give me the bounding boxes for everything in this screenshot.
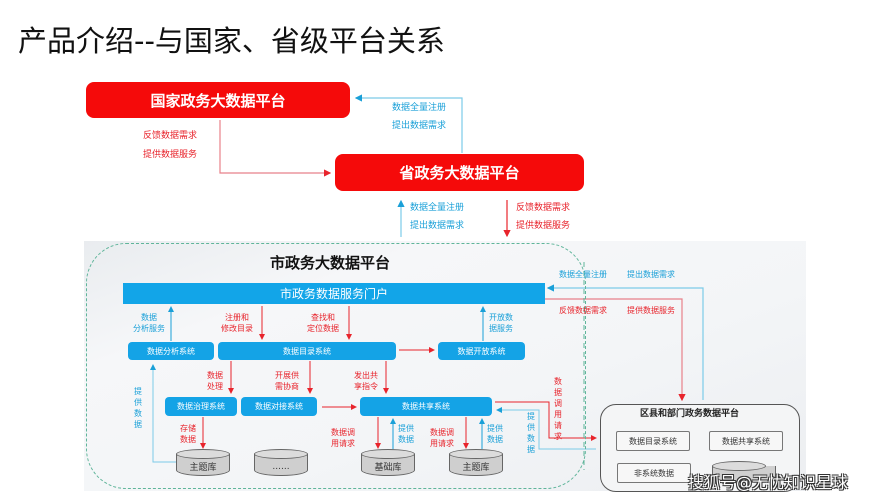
national-to-province-label-2: 提供数据服务: [143, 150, 198, 160]
portal-to-district-arrow: [545, 298, 686, 402]
analysis-service-label: 数据 分析服务: [133, 313, 165, 333]
district-non-system-data[interactable]: 非系统数据: [617, 463, 691, 483]
city-platform-title: 市政务大数据平台: [270, 254, 391, 272]
page-title: 产品介绍--与国家、省级平台关系: [18, 24, 445, 58]
provide-data-label-1: 提供 数据: [398, 424, 414, 444]
province-to-city-label-2: 提供数据服务: [516, 221, 571, 231]
provide-data-right-vertical-label: 提供数据: [527, 412, 535, 454]
national-to-province-label-1: 反馈数据需求: [143, 131, 198, 141]
data-catalog-system[interactable]: 数据目录系统: [218, 342, 396, 360]
district-database[interactable]: [712, 461, 776, 482]
data-analysis-system[interactable]: 数据分析系统: [128, 342, 214, 360]
city-to-province-label-1: 数据全量注册: [410, 203, 465, 213]
watermark: 搜狐号@无忧知识星球: [688, 473, 849, 492]
share-command-label: 发出共 享指令: [354, 371, 378, 391]
data-exchange-system[interactable]: 数据对接系统: [241, 397, 317, 416]
district-to-city-label-1: 数据全量注册: [559, 270, 607, 279]
topic-db-to-analysis-arrow: [150, 364, 176, 463]
province-to-national-label-1: 数据全量注册: [392, 103, 447, 113]
provide-data-vertical-label: 提供数据: [134, 387, 142, 429]
provide-data-label-2: 提供 数据: [487, 424, 503, 444]
call-request-label-1: 数据调 用请求: [331, 428, 355, 448]
national-platform-label: 国家政务大数据平台: [150, 91, 286, 110]
topic-database-1[interactable]: 主题库: [176, 449, 230, 476]
data-processing-label: 数据 处理: [207, 371, 223, 391]
open-service-label: 开放数 据服务: [489, 313, 513, 333]
data-governance-system[interactable]: 数据治理系统: [165, 397, 237, 416]
province-platform-box[interactable]: 省政务大数据平台: [335, 154, 584, 191]
data-sharing-system[interactable]: 数据共享系统: [360, 397, 492, 416]
city-platform-border: [86, 243, 586, 489]
district-catalog-system[interactable]: 数据目录系统: [616, 431, 690, 451]
city-to-district-label-1: 反馈数据需求: [559, 306, 607, 315]
call-request-label-2: 数据调 用请求: [430, 428, 454, 448]
store-data-label: 存储 数据: [180, 424, 196, 444]
city-to-province-label-2: 提出数据需求: [410, 221, 465, 231]
locate-data-label: 查找和 定位数据: [307, 313, 339, 333]
province-to-national-arrow: [354, 94, 463, 153]
district-to-city-label-2: 提出数据需求: [627, 270, 675, 279]
topic-database-2[interactable]: 主题库: [449, 449, 503, 476]
supply-negotiation-label: 开展供 需协商: [275, 371, 299, 391]
city-to-district-label-2: 提供数据服务: [627, 306, 675, 315]
sharing-to-district-arrow: [495, 401, 597, 441]
district-platform-title: 区县和部门政务数据平台: [640, 409, 740, 419]
district-to-portal-arrow: [546, 284, 704, 400]
call-request-vertical-label: 数据调用请求: [554, 377, 562, 441]
province-to-national-label-2: 提出数据需求: [392, 121, 447, 131]
other-database[interactable]: ......: [254, 449, 308, 476]
district-sharing-system[interactable]: 数据共享系统: [709, 431, 783, 451]
province-to-city-label-1: 反馈数据需求: [516, 203, 571, 213]
city-data-portal[interactable]: 市政务数据服务门户: [123, 283, 545, 304]
base-database[interactable]: 基础库: [361, 449, 415, 476]
national-to-province-arrow: [219, 120, 332, 177]
register-catalog-label: 注册和 修改目录: [221, 313, 253, 333]
data-open-system[interactable]: 数据开放系统: [438, 342, 525, 360]
province-platform-label: 省政务大数据平台: [399, 164, 520, 182]
city-data-portal-label: 市政务数据服务门户: [279, 287, 388, 301]
national-platform-box[interactable]: 国家政务大数据平台: [86, 82, 350, 118]
